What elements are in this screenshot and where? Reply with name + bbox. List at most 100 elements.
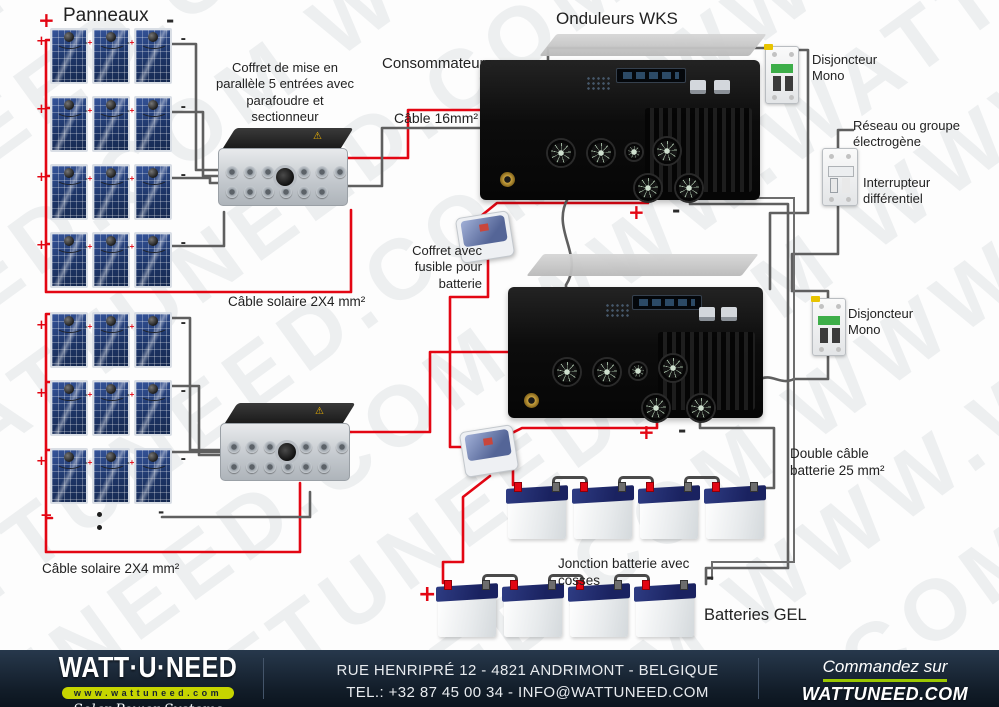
combiner-main-gland	[276, 168, 294, 186]
battery-plus-gland	[643, 395, 669, 421]
breaker-screws	[829, 154, 834, 159]
battery-minus-terminal	[548, 580, 556, 590]
cable-gland	[228, 441, 240, 453]
breaker-mono-2	[811, 296, 846, 356]
breaker-mono-2-label: Disjoncteur Mono	[848, 306, 914, 338]
ac-input-gland	[588, 140, 614, 166]
cable-gland	[244, 186, 256, 198]
inverter2-top-slab	[526, 254, 759, 276]
cable-gland	[280, 186, 292, 198]
cable-gland	[246, 441, 258, 453]
solar-panel	[134, 28, 172, 84]
battery-bank-minus-mark: -	[706, 565, 715, 589]
battery-plus-terminal	[712, 482, 720, 492]
cable-gland	[298, 166, 310, 178]
rj45-port	[689, 80, 706, 94]
battery-fuse-box-label: Coffret avec fusible pour batterie	[412, 243, 482, 291]
breaker-toggles	[830, 178, 838, 193]
combiner-box-2: ⚠	[220, 403, 356, 483]
gel-battery	[636, 580, 694, 637]
gel-battery	[640, 476, 720, 539]
cable-gland	[228, 461, 240, 473]
vent-dots	[604, 303, 631, 319]
panel-row: -+-++-	[36, 312, 186, 368]
inverters-title: Onduleurs WKS	[556, 9, 678, 28]
breaker-mono-1-label: Disjoncteur Mono	[812, 52, 878, 84]
rj45-port	[714, 80, 731, 94]
cable-16-label: Câble 16mm²	[394, 110, 479, 126]
battery-minus-gland	[676, 175, 702, 201]
cable-gland	[264, 461, 276, 473]
row-minus-mark: -	[180, 384, 186, 399]
grid-or-generator-label: Réseau ou groupe électrogène	[853, 118, 960, 150]
rj45-port	[721, 307, 738, 321]
panel-row: -+-++-	[36, 164, 186, 220]
cable-gland	[336, 441, 348, 453]
pv-input-gland	[654, 138, 680, 164]
solar-panel	[92, 164, 130, 220]
cable-gland	[300, 441, 312, 453]
breaker-screws	[819, 304, 824, 309]
battery-minus-terminal	[618, 482, 626, 492]
panel-row: -+-++-	[36, 232, 186, 288]
solar-panel	[92, 448, 130, 504]
row-minus-mark: -	[180, 236, 186, 251]
gel-battery	[508, 476, 588, 539]
battery-plus-terminal	[576, 580, 584, 590]
gel-battery	[706, 482, 764, 539]
cable-gland	[300, 461, 312, 473]
battery-bank-plus-mark: +	[418, 582, 437, 607]
solar-panel	[134, 448, 172, 504]
breaker-screws	[772, 52, 777, 57]
inverter-display	[615, 68, 686, 83]
inverter2-minus-mark: -	[678, 418, 687, 442]
cable-gland	[226, 186, 238, 198]
inverter-control-strip	[528, 293, 752, 327]
cable-gland	[298, 186, 310, 198]
footer-bar: WATT·U·NEED www.wattuneed.com Solar Powe…	[0, 650, 999, 707]
battery-minus-terminal	[614, 580, 622, 590]
cable-gland	[318, 461, 330, 473]
wattuneed-logo: WATT·U·NEED www.wattuneed.com Solar Powe…	[38, 652, 258, 707]
panel-row: -+-++-	[36, 96, 186, 152]
footer-order-block: Commandez sur WATTUNEED.COM	[790, 657, 980, 705]
cable-gland	[246, 461, 258, 473]
batteries-gel-label: Batteries GEL	[704, 606, 807, 624]
panels-title: Panneaux	[63, 5, 149, 26]
battery-plus-gland	[635, 175, 661, 201]
breaker-mono-1	[764, 44, 799, 104]
battery-plus-terminal	[510, 580, 518, 590]
row-plus-mark: +	[36, 454, 47, 469]
gel-battery	[570, 574, 650, 637]
battery-minus-terminal	[750, 482, 758, 492]
panels-ellipsis-dot	[97, 525, 102, 530]
combiner-glands-bottom	[226, 186, 328, 198]
cable-gland	[226, 166, 238, 178]
solar-panel	[134, 232, 172, 288]
panel-row: -+-++-	[36, 28, 186, 84]
battery-minus-terminal	[552, 482, 560, 492]
ac-output-gland	[548, 140, 574, 166]
row-plus-mark: +	[36, 34, 47, 49]
battery-minus-terminal	[482, 580, 490, 590]
inverter1-top-slab	[539, 34, 767, 56]
ground-gland	[626, 144, 642, 160]
cable-gland	[282, 461, 294, 473]
solar-cable-label-2: Câble solaire 2X4 mm²	[42, 561, 180, 576]
row-minus-mark: -	[180, 100, 186, 115]
footer-address: RUE HENRIPRÉ 12 - 4821 ANDRIMONT - BELGI…	[300, 660, 755, 704]
cable-gland	[334, 166, 346, 178]
row-minus-mark: -	[180, 32, 186, 47]
solar-panel	[92, 312, 130, 368]
vent-dots	[586, 76, 613, 92]
panel-row: -+-++-	[36, 448, 186, 504]
battery-row-2	[438, 574, 694, 637]
ground-lug	[500, 172, 515, 187]
solar-panel	[92, 28, 130, 84]
combiner-glands-bottom	[228, 461, 330, 473]
ground-lug	[524, 393, 539, 408]
battery-minus-terminal	[680, 580, 688, 590]
row-plus-mark: +	[36, 102, 47, 117]
differential-switch-label: Interrupteur différentiel	[863, 175, 931, 207]
group2-minus-mark: -	[158, 503, 165, 521]
